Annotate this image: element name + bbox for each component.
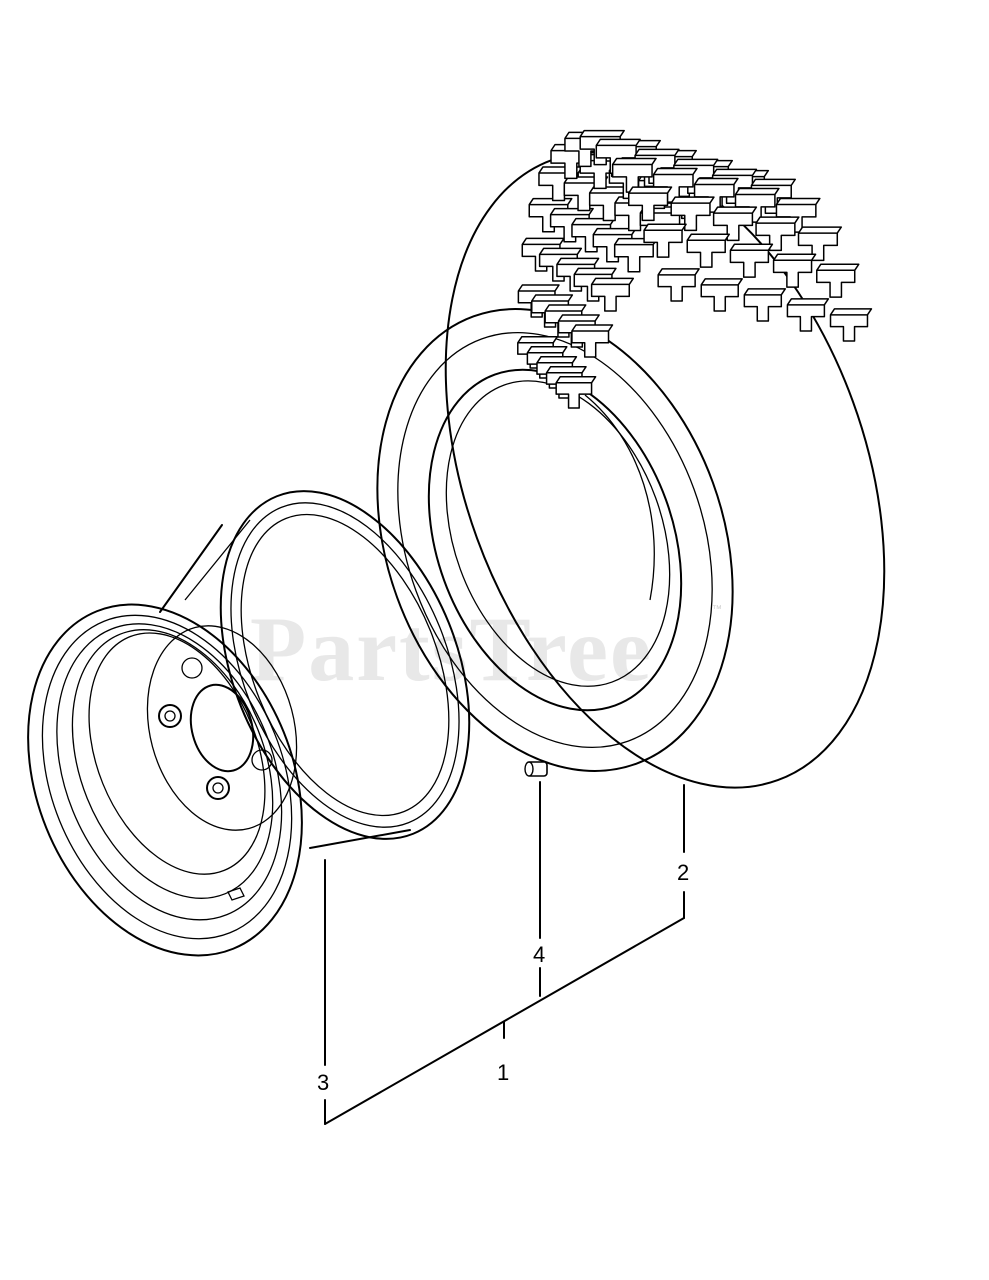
tire-sidewall xyxy=(376,308,734,772)
tire-tread-lugs xyxy=(517,129,873,409)
rim-barrel-top-line xyxy=(159,524,223,613)
tread-lug xyxy=(590,277,635,312)
callouts: 2 4 3 1 xyxy=(317,860,689,1095)
tire[interactable] xyxy=(316,91,966,848)
rim-well xyxy=(71,629,274,899)
rim-center-bore xyxy=(189,683,255,773)
valve-stem-cap xyxy=(524,761,534,777)
callout-1[interactable]: 1 xyxy=(497,1060,509,1085)
tread-lug xyxy=(627,186,673,222)
tread-lug xyxy=(755,216,800,252)
rim-back-bead xyxy=(240,513,450,817)
tire-inner-bead xyxy=(445,380,671,687)
tread-lug xyxy=(686,233,730,268)
watermark-trademark: ™ xyxy=(712,604,722,615)
watermark-text: PartsTree xyxy=(250,598,653,700)
rim-barrel-line xyxy=(184,519,251,601)
tread-lug xyxy=(743,288,787,322)
tire-sidewall-ring xyxy=(397,331,713,749)
rim-lug-hole xyxy=(206,776,230,800)
rim-front-flange-inner xyxy=(41,614,293,940)
rim-lug-hole xyxy=(181,657,203,679)
watermark: PartsTree ™ xyxy=(250,598,722,700)
tread-lug xyxy=(786,298,830,332)
tread-lug xyxy=(571,324,614,358)
rim-front-bead xyxy=(56,623,283,921)
rim-front-flange xyxy=(27,603,303,957)
callout-3[interactable]: 3 xyxy=(317,1070,329,1095)
tread-lug xyxy=(797,226,843,262)
tread-lug xyxy=(670,196,715,232)
tread-lug xyxy=(700,278,743,312)
tread-lug xyxy=(712,206,758,242)
tread-lug xyxy=(772,253,817,288)
tire-inner-liner xyxy=(584,394,655,601)
tread-lug xyxy=(729,243,774,278)
leader-lines xyxy=(324,781,685,1125)
rim-valve-hole xyxy=(227,887,245,901)
tire-bead-opening xyxy=(427,368,683,712)
rim-lug-hole xyxy=(158,704,182,728)
rim-hub-disc xyxy=(146,625,298,831)
tread-lug xyxy=(613,237,658,273)
valve-stem[interactable] xyxy=(524,761,548,777)
tread-lug xyxy=(816,263,860,298)
tread-lug xyxy=(643,223,687,258)
rim-barrel-bottom-line xyxy=(309,829,411,849)
wheel-rim[interactable] xyxy=(0,454,517,996)
callout-2[interactable]: 2 xyxy=(677,860,689,885)
callout-4[interactable]: 4 xyxy=(533,942,545,967)
rim-back-flange xyxy=(219,490,471,840)
rim-lug-hole xyxy=(251,749,273,771)
tread-lug xyxy=(829,308,873,342)
leader-bracket-1 xyxy=(324,917,685,1125)
tread-lug xyxy=(555,376,597,409)
tread-lug xyxy=(657,268,700,302)
